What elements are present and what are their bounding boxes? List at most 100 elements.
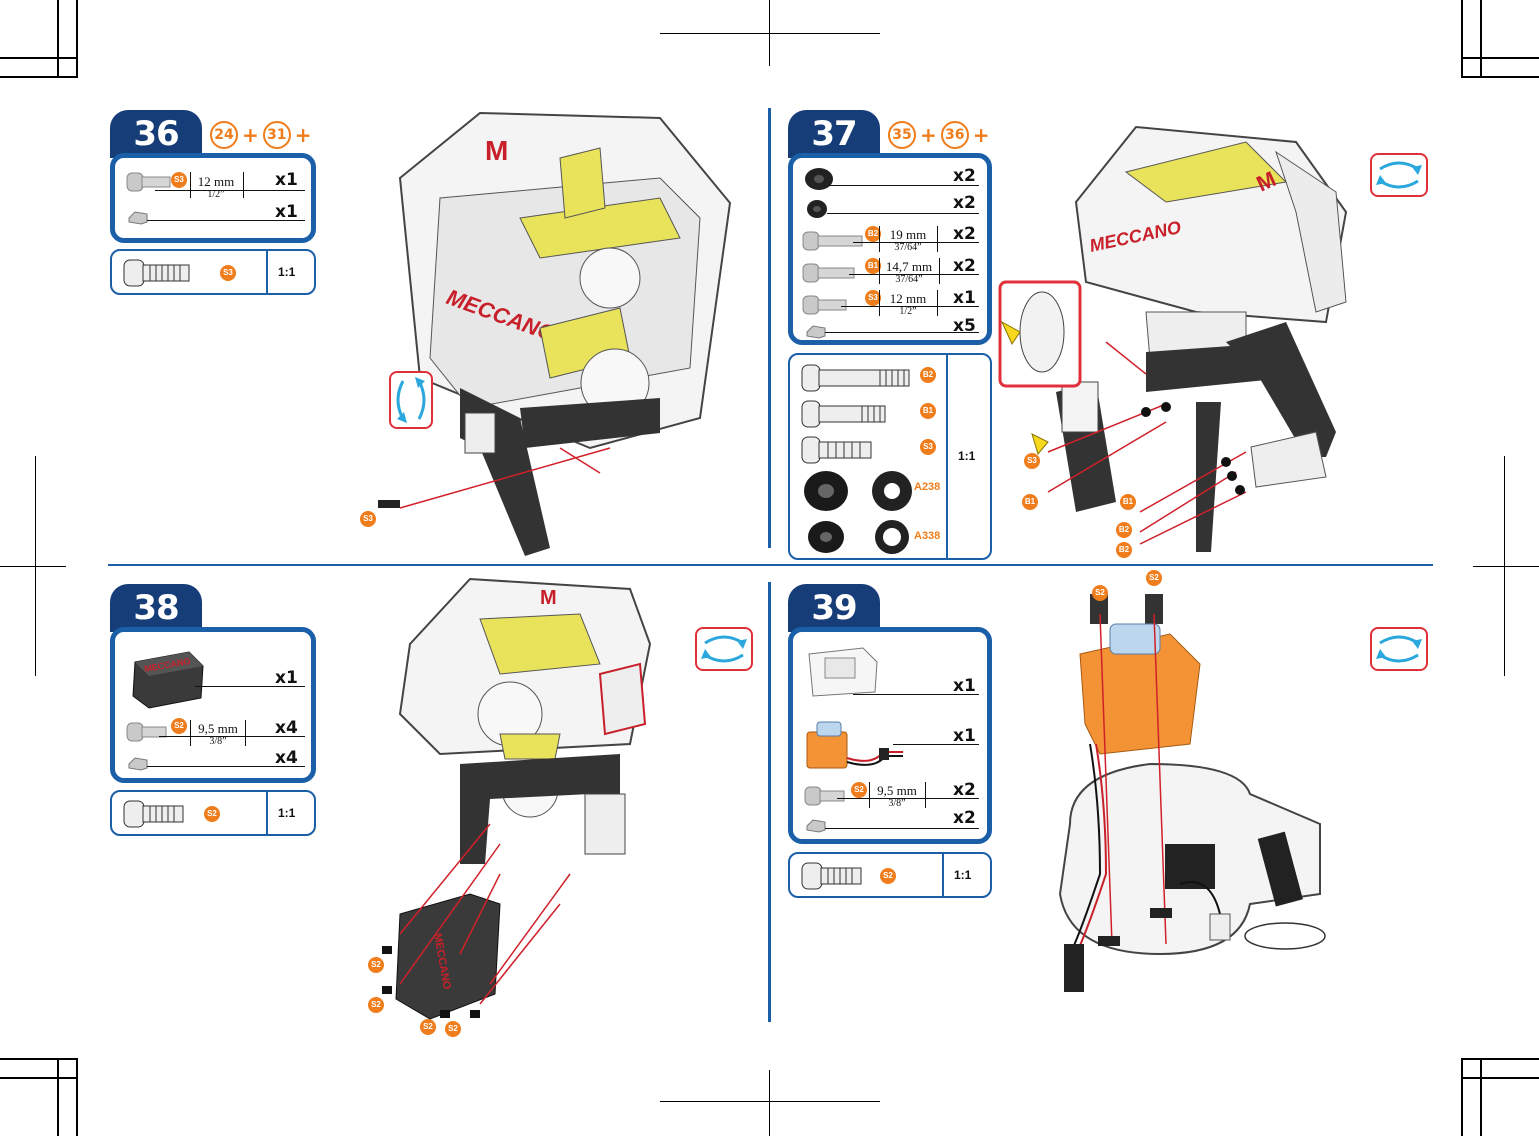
part-code-badge: S2 <box>171 718 187 734</box>
crop-mark <box>0 1077 78 1079</box>
diagram-part-badge: S2 <box>420 1019 436 1035</box>
part-quantity: x1 <box>275 668 298 688</box>
diagram-part-badge: S3 <box>1024 453 1040 469</box>
part-code-badge: S2 <box>851 782 867 798</box>
previous-steps-36: 24 + 31 + <box>210 120 312 150</box>
part-quantity: x2 <box>953 193 976 213</box>
rotate-model-icon <box>1370 153 1428 197</box>
registration-mark <box>769 1070 770 1136</box>
part-leader-line <box>827 213 979 214</box>
crop-mark <box>0 57 78 59</box>
scale-reference-36: S3 1:1 <box>110 249 316 295</box>
part-leader-line <box>155 190 305 191</box>
scale-ratio: 1:1 <box>954 868 971 882</box>
scale-divider <box>266 251 268 293</box>
prev-step-badge: 35 <box>888 121 916 149</box>
section-divider <box>768 108 771 548</box>
part-quantity: x4 <box>275 718 298 738</box>
measure-label: 14,7 mm37/64” <box>881 260 937 286</box>
nut-icon <box>127 756 149 772</box>
part-code-badge: B2 <box>920 367 936 383</box>
plus-sign: + <box>295 123 312 147</box>
meccano-m-logo: M <box>485 135 508 166</box>
registration-mark <box>1504 456 1505 676</box>
plus-sign: + <box>973 123 990 147</box>
diagram-part-badge: B2 <box>1116 542 1132 558</box>
measure-tick <box>939 258 940 284</box>
part-quantity: x2 <box>953 256 976 276</box>
crop-mark <box>57 1058 59 1136</box>
scale-reference-38: S2 1:1 <box>110 790 316 836</box>
bolt-scale-icon <box>122 258 192 288</box>
assembly-illustration-38: M MECCANO <box>360 574 660 1034</box>
registration-mark <box>0 566 66 567</box>
crop-mark <box>1461 76 1539 78</box>
section-divider <box>108 564 1433 566</box>
measure-tick <box>937 226 938 252</box>
crop-mark <box>76 1058 78 1136</box>
part-quantity: x4 <box>275 748 298 768</box>
part-quantity: x1 <box>275 202 298 222</box>
parts-list-39: x1 x1 S2 9,5 mm3/8” x2 x2 <box>788 627 992 844</box>
crop-mark <box>1480 0 1482 78</box>
scale-reference-37: B2 B1 S3 A238 A338 1:1 <box>788 353 992 560</box>
bolt-icon <box>801 230 865 252</box>
bolt-scale-icon <box>800 861 870 891</box>
diagram-part-badge: S2 <box>368 997 384 1013</box>
measure-tick <box>879 226 880 252</box>
washer-code: A338 <box>914 530 940 542</box>
registration-mark <box>769 0 770 66</box>
part-code-badge: S3 <box>220 265 236 281</box>
prev-step-badge: 36 <box>941 121 969 149</box>
scale-divider <box>942 854 944 896</box>
step-number-36: 36 <box>110 110 202 158</box>
diagram-part-badge: S2 <box>1092 585 1108 601</box>
measure-tick <box>869 782 870 808</box>
part-code-badge: S3 <box>171 172 187 188</box>
part-quantity: x1 <box>953 676 976 696</box>
crop-mark <box>1461 1058 1463 1136</box>
crop-mark <box>1461 1077 1539 1079</box>
rotate-model-icon <box>695 627 753 671</box>
measure-tick <box>879 290 880 316</box>
plus-sign: + <box>242 123 259 147</box>
measure-tick <box>925 782 926 808</box>
prev-step-badge: 31 <box>263 121 291 149</box>
crop-mark <box>0 1058 78 1060</box>
meccano-m-logo: M <box>540 587 557 609</box>
nut-icon <box>805 324 827 340</box>
bolt-icon <box>801 294 849 316</box>
crop-mark <box>1461 1058 1539 1060</box>
scale-ratio: 1:1 <box>278 806 295 820</box>
measure-label: 12 mm1/2” <box>193 175 239 201</box>
section-divider <box>768 582 771 1022</box>
washer-code: A238 <box>914 481 940 493</box>
crop-mark <box>57 0 59 78</box>
crop-mark <box>0 76 78 78</box>
part-code-badge: S3 <box>920 439 936 455</box>
part-code-badge: B1 <box>920 403 936 419</box>
part-quantity: x1 <box>953 726 976 746</box>
connector-callout-ring <box>1242 920 1328 952</box>
crop-mark <box>1480 1058 1482 1136</box>
spacer-icon <box>803 166 837 192</box>
diagram-part-badge: B1 <box>1022 494 1038 510</box>
step-number-39: 39 <box>788 584 880 632</box>
diagram-part-badge: B2 <box>1116 522 1132 538</box>
scale-ratio: 1:1 <box>958 449 975 463</box>
servo-motor-icon <box>803 718 913 778</box>
bolt-icon <box>803 784 847 808</box>
part-code-badge: S2 <box>204 806 220 822</box>
step-number-38: 38 <box>110 584 202 632</box>
step-number-37: 37 <box>788 110 880 158</box>
part-code-badge: S2 <box>880 868 896 884</box>
part-leader-line <box>825 828 979 829</box>
registration-mark <box>660 1101 880 1102</box>
measure-tick <box>937 290 938 316</box>
